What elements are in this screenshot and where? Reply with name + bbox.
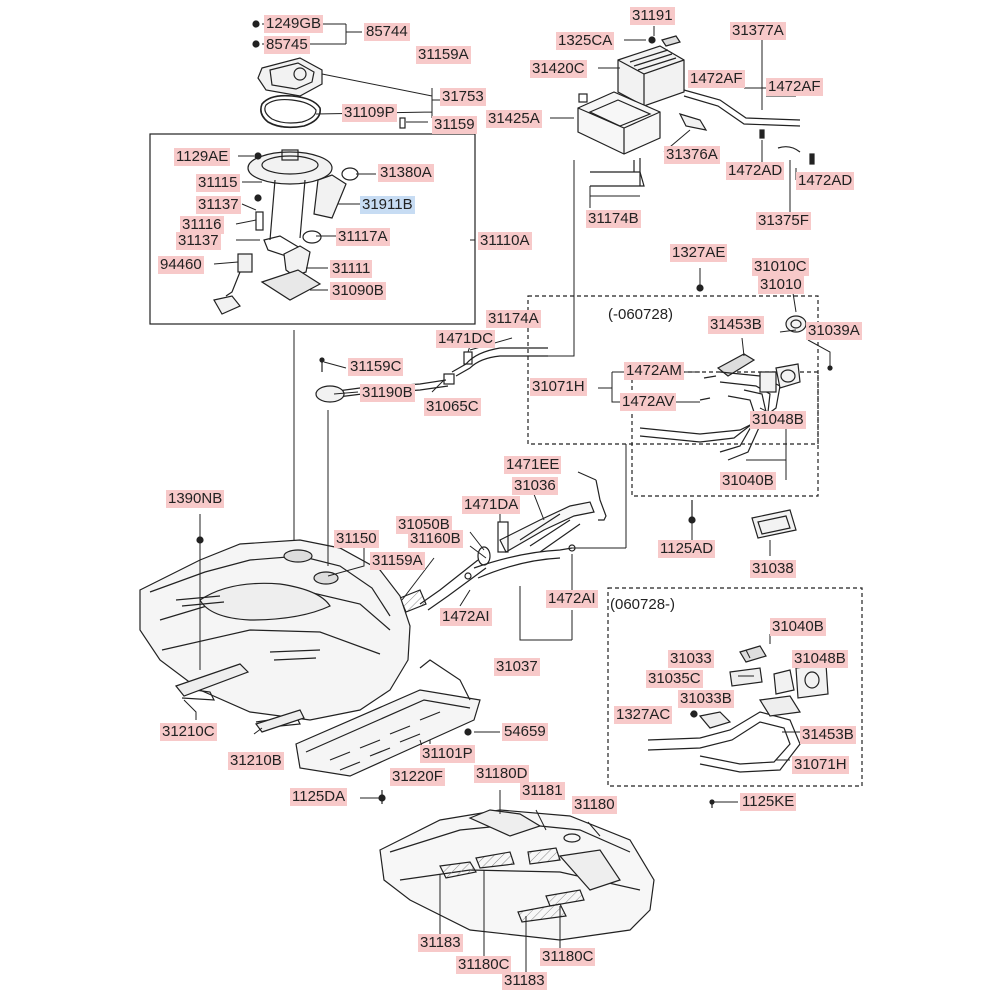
callout-31137-a: 31137 (196, 196, 241, 214)
callout-94460: 94460 (158, 256, 204, 274)
fuel-pump-drawing (213, 149, 359, 315)
callout-31911B: 31911B (360, 196, 415, 214)
callout-31376A: 31376A (664, 146, 720, 164)
cover-plate-drawing (252, 20, 406, 129)
callout-31010: 31010 (758, 276, 804, 294)
callout-31033: 31033 (668, 650, 714, 668)
callout-1472AF-2: 1472AF (766, 78, 823, 96)
callout-31065C: 31065C (424, 398, 481, 416)
callout-31050B: 31050B (396, 516, 452, 534)
callout-31191: 31191 (630, 7, 675, 25)
callout-1471DC: 1471DC (436, 330, 496, 348)
callout-31035C: 31035C (646, 670, 703, 688)
callout-31037: 31037 (494, 658, 540, 676)
callout-31110A: 31110A (478, 232, 532, 250)
canister-drawing (577, 35, 815, 187)
callout-31038: 31038 (750, 560, 796, 578)
callout-31183-b: 31183 (502, 972, 547, 990)
callout-31137-b: 31137 (176, 232, 221, 250)
callout-31425A: 31425A (486, 110, 542, 128)
callout-85745: 85745 (264, 36, 310, 54)
callout-1472AI-2: 1472AI (546, 590, 598, 608)
callout-31210B: 31210B (228, 752, 284, 770)
variant-box-upto (527, 295, 819, 445)
callout-31116: 31116 (180, 216, 224, 234)
callout-31090B: 31090B (330, 282, 386, 300)
callout-1249GB: 1249GB (264, 15, 324, 33)
callout-31453B-bottom: 31453B (800, 726, 856, 744)
callout-31181: 31181 (520, 782, 565, 800)
band-c (174, 663, 250, 697)
callout-31040B-bottom: 31040B (770, 618, 826, 636)
callout-31159C: 31159C (348, 358, 404, 376)
callout-31180C-a: 31180C (456, 956, 512, 974)
callout-1472AF-1: 1472AF (688, 70, 745, 88)
callout-31180: 31180 (572, 796, 617, 814)
variant-note-upto: (-060728) (608, 306, 674, 323)
callout-31111: 31111 (330, 260, 373, 278)
callout-31180D: 31180D (474, 765, 530, 783)
variant-box-from (607, 587, 863, 787)
callout-31210C: 31210C (160, 723, 217, 741)
callout-31190B: 31190B (360, 384, 415, 402)
callout-31220F: 31220F (390, 768, 445, 786)
callout-1325CA: 1325CA (556, 32, 615, 50)
callout-31115: 31115 (196, 174, 240, 192)
callout-31160B: 31160B (408, 530, 463, 548)
callout-1472AD-1: 1472AD (726, 162, 785, 180)
callout-54659: 54659 (502, 723, 548, 741)
callout-31375F: 31375F (756, 212, 811, 230)
callout-1472AV: 1472AV (620, 393, 677, 411)
callout-31377A: 31377A (730, 22, 786, 40)
variant-note-from: (060728-) (610, 596, 676, 613)
callout-31159: 31159 (432, 116, 477, 134)
callout-1129AE: 1129AE (174, 148, 231, 166)
callout-85744: 85744 (364, 23, 410, 41)
callout-31101P: 31101P (420, 745, 475, 763)
callout-1125AD: 1125AD (658, 540, 716, 558)
callout-1471DA: 1471DA (462, 496, 521, 514)
heat-protector-drawing (379, 809, 655, 941)
callout-31380A: 31380A (378, 164, 434, 182)
filler-neck-lower-drawing (647, 500, 829, 808)
callout-31159A-mid: 31159A (370, 552, 425, 570)
callout-31048B-top: 31048B (750, 411, 806, 429)
filler-hose-drawing (399, 479, 607, 613)
callout-31174B: 31174B (586, 210, 641, 228)
callout-31117A: 31117A (336, 228, 390, 246)
callout-1472AM: 1472AM (624, 362, 684, 380)
callout-1472AI-1: 1472AI (440, 608, 492, 626)
callout-31071H-top: 31071H (530, 378, 587, 396)
callout-31420C: 31420C (530, 60, 587, 78)
callout-31033B: 31033B (678, 690, 734, 708)
callout-31453B-top: 31453B (708, 316, 764, 334)
callout-31039A: 31039A (806, 322, 862, 340)
callout-1327AC: 1327AC (614, 706, 673, 724)
callout-1472AD-2: 1472AD (796, 172, 855, 190)
callout-31150: 31150 (334, 530, 379, 548)
callout-31159A-top: 31159A (416, 46, 471, 64)
callout-1125DA: 1125DA (290, 788, 348, 806)
callout-31180C-b: 31180C (540, 948, 596, 966)
tank-protector-drawing (295, 659, 481, 804)
callout-31010C: 31010C (752, 258, 809, 276)
callout-1471EE: 1471EE (504, 456, 562, 474)
callout-1327AE: 1327AE (670, 244, 728, 262)
callout-31174A: 31174A (486, 310, 541, 328)
callout-31036: 31036 (512, 477, 558, 495)
callout-1125KE: 1125KE (740, 793, 797, 811)
callout-31071H-bottom: 31071H (792, 756, 849, 774)
pump-assembly-box (149, 133, 476, 325)
callout-31040B-top: 31040B (720, 472, 776, 490)
callout-31753: 31753 (440, 88, 486, 106)
callout-31048B-bottom: 31048B (792, 650, 848, 668)
callout-1390NB: 1390NB (166, 490, 225, 508)
callout-31183-a: 31183 (418, 934, 463, 952)
callout-31109P: 31109P (342, 104, 397, 122)
